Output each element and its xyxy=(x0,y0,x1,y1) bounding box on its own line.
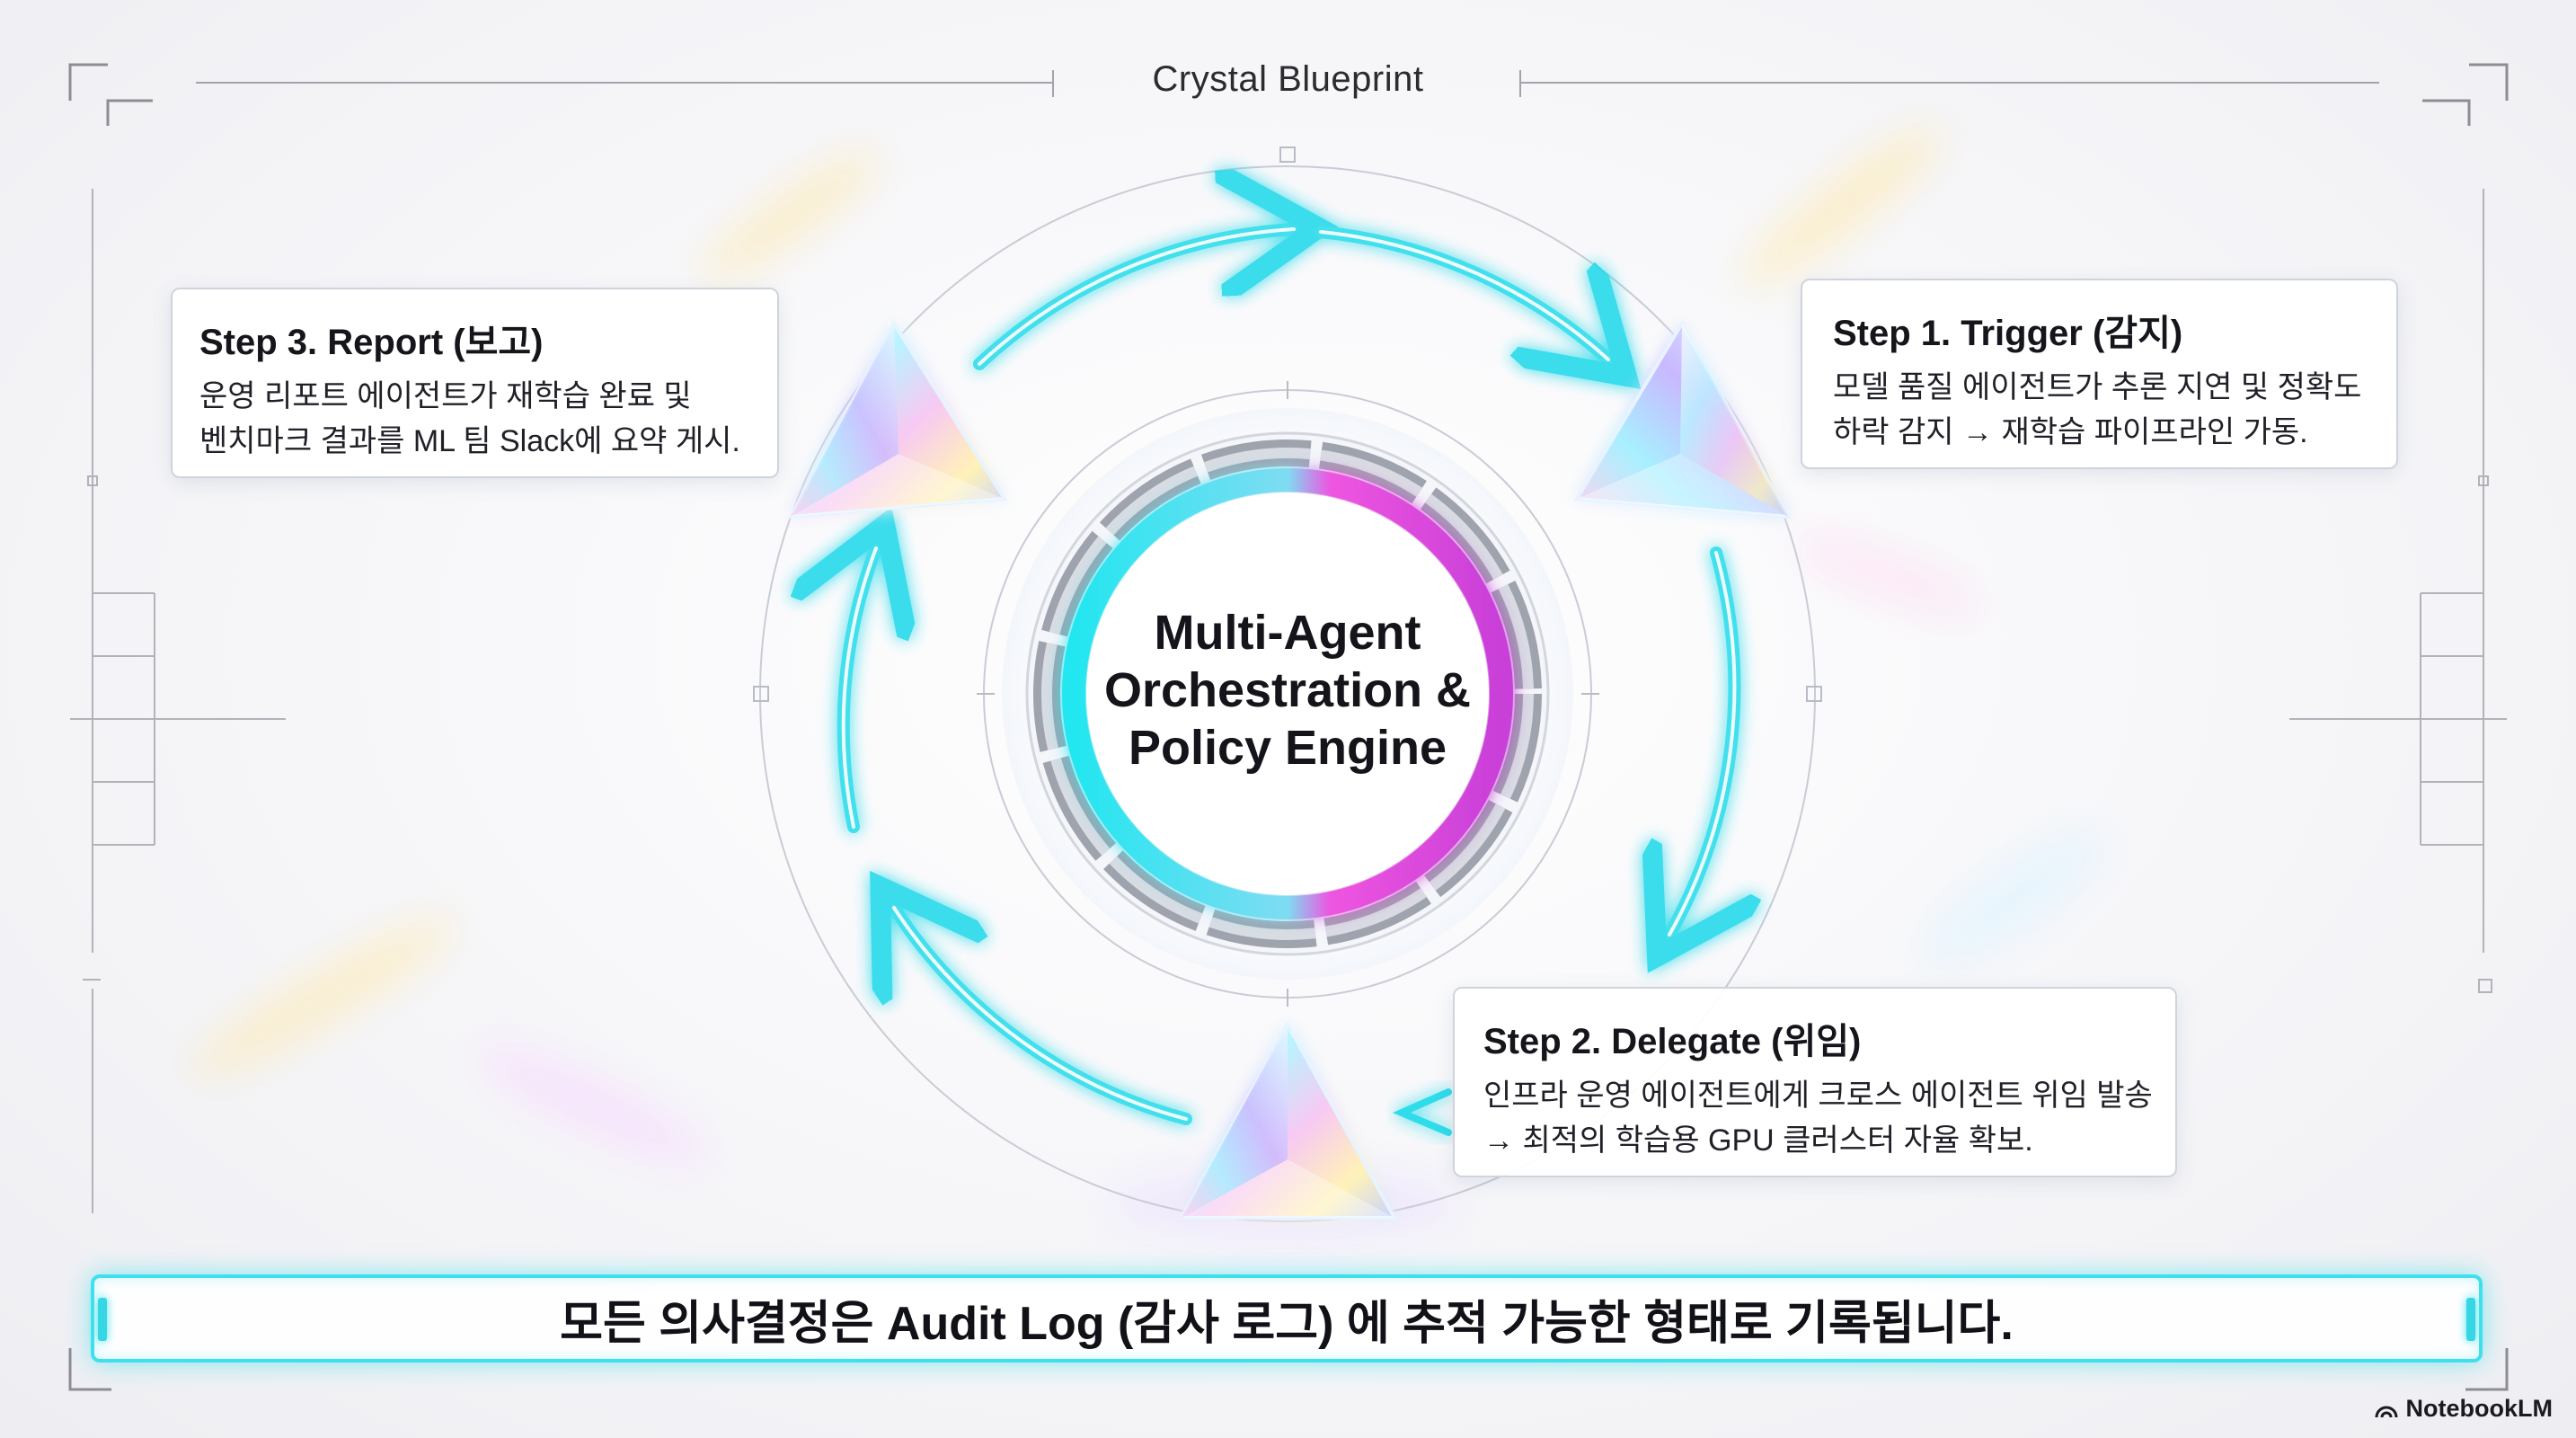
step-trigger-title: Step 1. Trigger (감지) xyxy=(1833,314,2183,353)
audit-log-text: 모든 의사결정은 Audit Log (감사 로그) 에 추적 가능한 형태로 … xyxy=(560,1297,2014,1350)
hub-label: Multi-Agent Orchestration & Policy Engin… xyxy=(1015,604,1560,777)
banner-tab-left xyxy=(98,1298,107,1341)
step-delegate-title: Step 2. Delegate (위임) xyxy=(1483,1022,1862,1061)
diagram-title: Crystal Blueprint xyxy=(1152,59,1424,99)
step-report-line: 벤치마크 결과를 ML 팀 Slack에 요약 게시. xyxy=(199,424,740,458)
watermark-text: NotebookLM xyxy=(2405,1395,2553,1422)
step-report-card: Step 3. Report (보고) 운영 리포트 에이전트가 재학습 완료 … xyxy=(171,288,779,478)
audit-log-banner: 모든 의사결정은 Audit Log (감사 로그) 에 추적 가능한 형태로 … xyxy=(91,1274,2483,1363)
hub-label-line: Orchestration & xyxy=(1103,663,1472,717)
step-report-title: Step 3. Report (보고) xyxy=(199,323,544,362)
step-trigger-line: 모델 품질 에이전트가 추론 지연 및 정확도 xyxy=(1833,370,2362,404)
step-report-line: 운영 리포트 에이전트가 재학습 완료 및 xyxy=(199,379,692,413)
notebooklm-logo-icon xyxy=(2375,1406,2398,1418)
step-trigger-line: 하락 감지 → 재학습 파이프라인 가동. xyxy=(1833,415,2308,449)
notebooklm-watermark: NotebookLM xyxy=(2374,1395,2563,1427)
step-delegate-card: Step 2. Delegate (위임) 인프라 운영 에이전트에게 크로스 … xyxy=(1453,987,2177,1177)
hub-label-line: Policy Engine xyxy=(1128,721,1447,775)
step-delegate-line: 인프라 운영 에이전트에게 크로스 에이전트 위임 발송 xyxy=(1483,1078,2153,1113)
hub-label-line: Multi-Agent xyxy=(1154,606,1421,660)
step-trigger-card: Step 1. Trigger (감지) 모델 품질 에이전트가 추론 지연 및… xyxy=(1801,279,2398,469)
banner-tab-right xyxy=(2466,1298,2475,1341)
step-delegate-line: → 최적의 학습용 GPU 클러스터 자율 확보. xyxy=(1483,1123,2033,1158)
